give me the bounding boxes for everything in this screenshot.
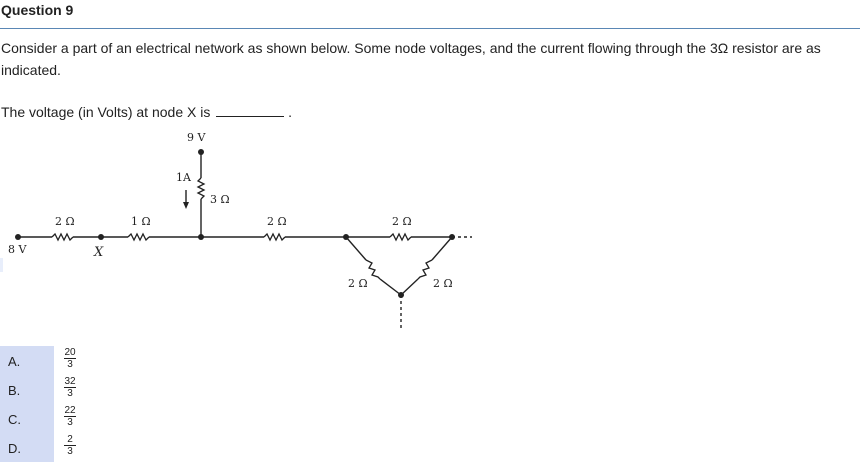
resistor-3ohm	[196, 177, 206, 200]
fraction-numerator: 32	[64, 376, 76, 388]
label-r-mid: 1 Ω	[131, 215, 151, 228]
node-8v	[15, 234, 21, 240]
resistor-tri-left	[365, 259, 381, 280]
option-fraction: 20 3	[64, 347, 76, 370]
wire	[379, 278, 402, 296]
option-letter: A.	[8, 354, 21, 369]
label-r-tri-left: 2 Ω	[348, 277, 368, 290]
option-letter: B.	[8, 383, 21, 398]
resistor-tri-top	[389, 232, 412, 242]
node-tri-left	[343, 234, 349, 240]
resistor-left	[51, 232, 74, 242]
option-fraction: 2 3	[64, 434, 76, 457]
fraction-denominator: 3	[67, 359, 73, 370]
option-b[interactable]: B. 32 3	[0, 375, 120, 404]
fraction-numerator: 20	[64, 347, 76, 359]
resistor-mid	[127, 232, 150, 242]
fraction-numerator: 2	[64, 434, 76, 446]
resistor-tri-right	[417, 259, 433, 280]
fraction-denominator: 3	[67, 388, 73, 399]
option-letter: D.	[8, 441, 21, 456]
question-title: Question 9	[1, 2, 74, 18]
option-letter: C.	[8, 412, 21, 427]
node-junction	[198, 234, 204, 240]
option-d[interactable]: D. 2 3	[0, 433, 120, 462]
option-a[interactable]: A. 20 3	[0, 346, 120, 375]
question-prompt-line: The voltage (in Volts) at node X is .	[1, 104, 292, 120]
question-prompt: The voltage (in Volts) at node X is	[1, 104, 211, 120]
node-tri-right	[449, 234, 455, 240]
wire	[431, 236, 453, 261]
label-r-left: 2 Ω	[55, 215, 75, 228]
options-label-column	[0, 346, 54, 462]
label-current: 1A	[176, 171, 192, 184]
wire	[345, 236, 367, 261]
answer-blank	[216, 104, 285, 117]
title-divider	[0, 28, 860, 29]
prompt-suffix: .	[288, 104, 293, 120]
resistor-right1	[263, 232, 286, 242]
fraction-denominator: 3	[67, 417, 73, 428]
option-c[interactable]: C. 22 3	[0, 404, 120, 433]
label-r-tri-right: 2 Ω	[433, 277, 453, 290]
node-9v	[198, 149, 204, 155]
current-arrow-head	[183, 202, 189, 209]
question-text: Consider a part of an electrical network…	[1, 40, 821, 78]
node-x	[98, 234, 104, 240]
circuit-diagram: 8 V 9 V X 1A 3 Ω 2 Ω 1 Ω 2 Ω 2 Ω 2 Ω 2 Ω	[8, 131, 472, 328]
label-9v: 9 V	[187, 131, 206, 144]
label-x: X	[93, 245, 104, 260]
node-tri-bottom	[398, 292, 404, 298]
label-r-right1: 2 Ω	[267, 215, 287, 228]
label-r-tri-top: 2 Ω	[392, 215, 412, 228]
option-fraction: 32 3	[64, 376, 76, 399]
fraction-denominator: 3	[67, 446, 73, 457]
label-3ohm: 3 Ω	[210, 193, 230, 206]
fraction-numerator: 22	[64, 405, 76, 417]
wire	[400, 278, 419, 296]
option-fraction: 22 3	[64, 405, 76, 428]
label-8v: 8 V	[8, 243, 27, 256]
scroll-marker	[0, 258, 3, 272]
